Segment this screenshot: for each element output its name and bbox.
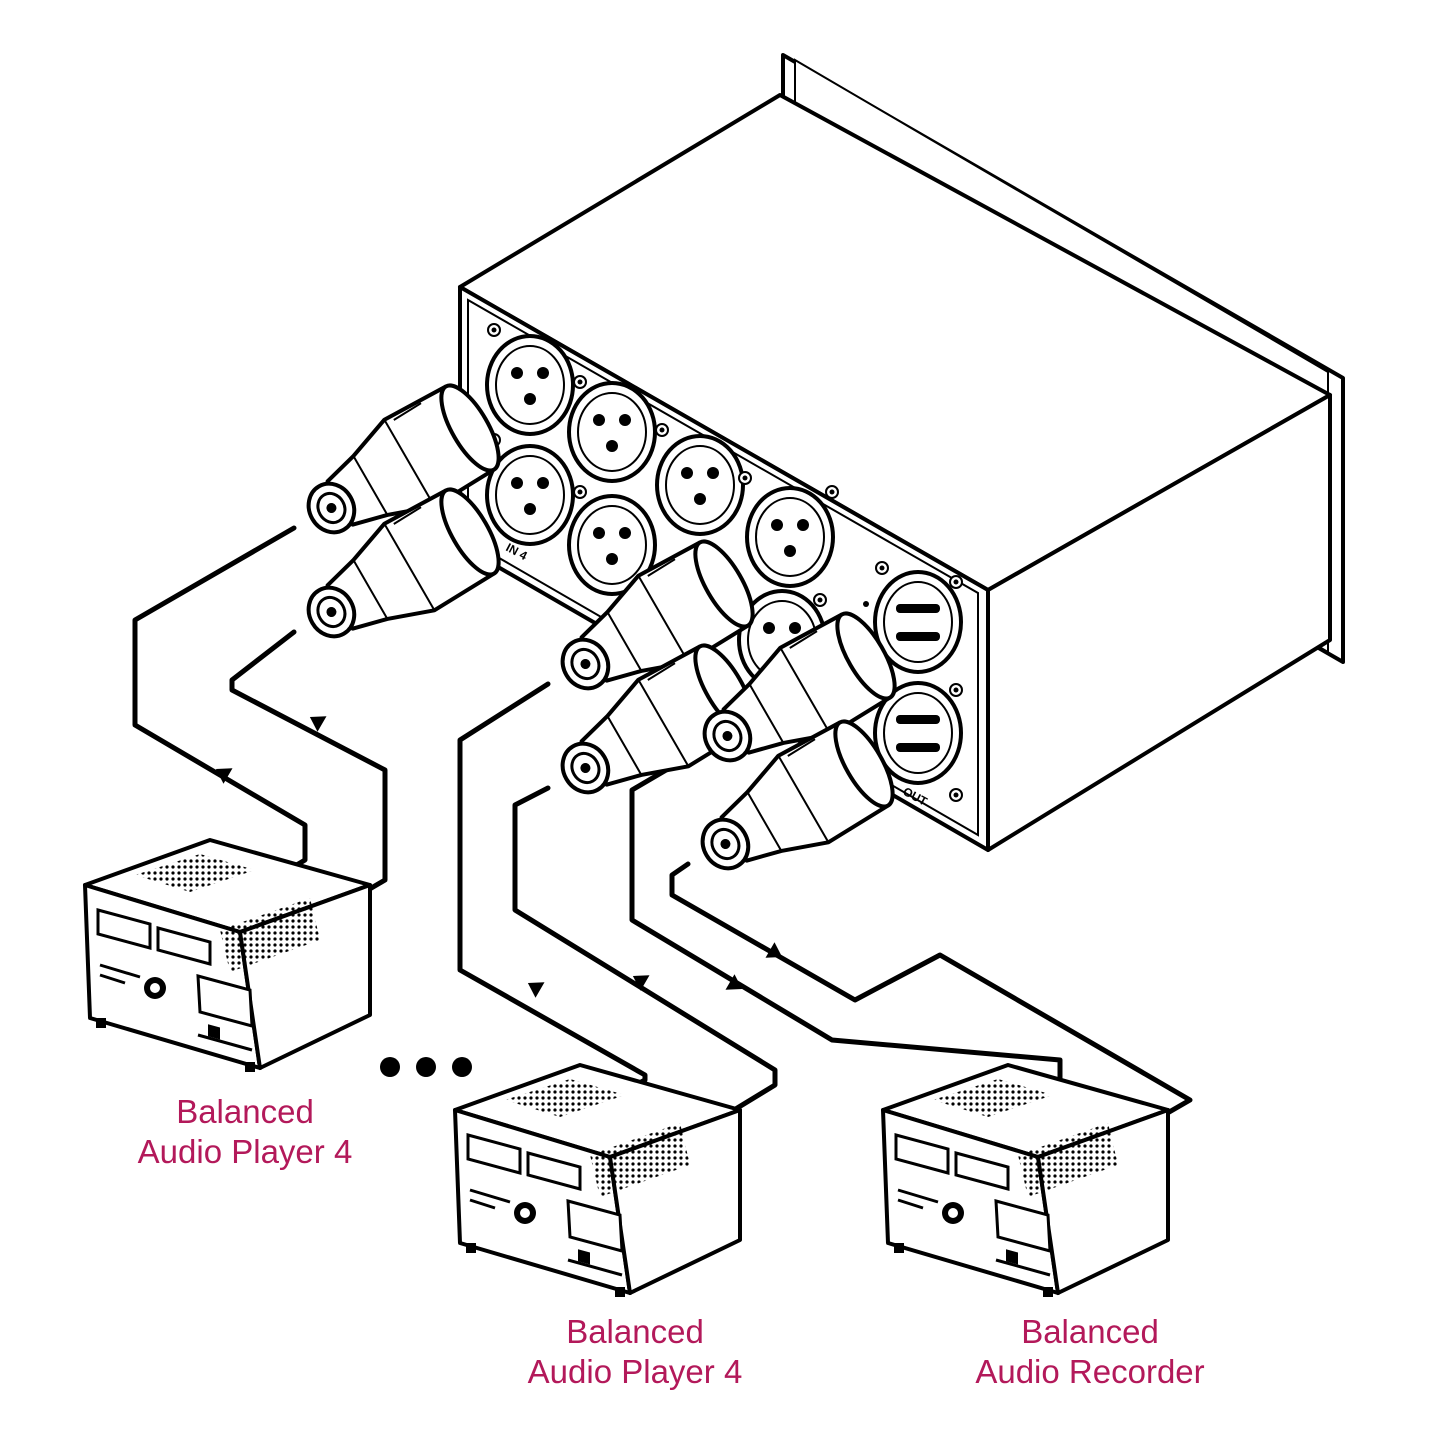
xlr-female-socket-icon: [485, 334, 575, 436]
xlr-female-socket-icon: [567, 381, 657, 483]
label-player-left: Balanced Audio Player 4: [100, 1092, 390, 1172]
cable-recorder-b: [669, 861, 1193, 1148]
label-recorder-line1: Balanced: [1021, 1313, 1159, 1350]
cable-player-left-b: [229, 629, 388, 921]
xlr-female-socket-icon: [655, 434, 745, 536]
xlr-output-sockets: [863, 561, 963, 802]
label-player-center-line2: Audio Player 4: [527, 1353, 743, 1390]
xlr-female-socket-icon: [745, 486, 835, 588]
audio-deck-icon: [881, 1063, 1170, 1299]
audio-deck-icon: [83, 838, 372, 1074]
label-player-center-line1: Balanced: [566, 1313, 704, 1350]
label-recorder: Balanced Audio Recorder: [920, 1312, 1260, 1392]
label-recorder-line2: Audio Recorder: [975, 1353, 1205, 1390]
label-player-left-line2: Audio Player 4: [137, 1133, 353, 1170]
label-player-left-line1: Balanced: [176, 1093, 314, 1130]
signal-arrow-icon: [523, 975, 545, 998]
ellipsis-icon: [380, 1057, 472, 1077]
cable-player-center-b: [512, 785, 778, 1141]
audio-deck-icon: [453, 1063, 742, 1299]
label-player-center: Balanced Audio Player 4: [490, 1312, 780, 1392]
